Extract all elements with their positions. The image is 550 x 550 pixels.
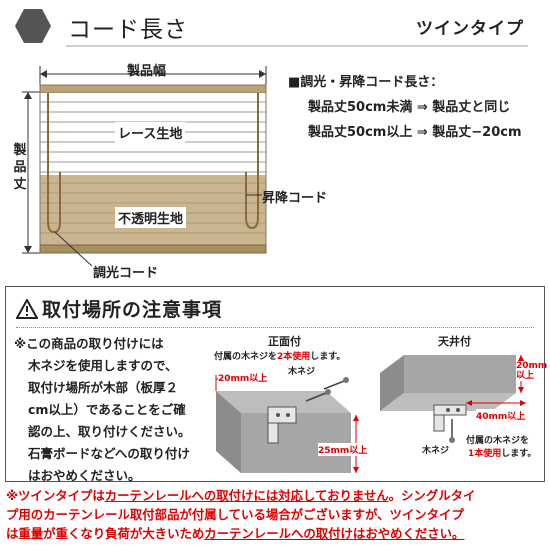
footer-line-2: プ用のカーテンレール取付部品が付属している場合がございますが、ツインタイプ <box>6 507 464 522</box>
height-label: 製品丈 <box>13 143 27 192</box>
caution-title-text: 取付場所の注意事項 <box>42 299 223 321</box>
ceiling-screw-label: 木ネジ <box>422 446 450 456</box>
twin-type-warning: ※ツインタイプはカーテンレールへの取付けには対応しておりません。シングルタイ プ… <box>6 486 546 543</box>
spec-row: 製品丈50cm未満 ⇒ 製品丈と同じ <box>308 100 511 115</box>
caution-divider <box>16 327 534 328</box>
caution-title: 取付場所の注意事項 <box>16 295 222 322</box>
page-title: コード長さ <box>68 17 188 43</box>
caution-line: 木ネジを使用しますので、 <box>28 358 178 373</box>
caution-line: はおやめください。 <box>28 468 141 483</box>
dim-cord-label: 調光コード <box>93 266 159 281</box>
caution-text: ※この商品の取り付けには 木ネジを使用しますので、 取付け場所が木部（板厚２ c… <box>14 333 204 487</box>
front-dim-top: 20mm以上 <box>218 371 268 384</box>
header-divider <box>66 45 528 47</box>
opaque-label: 不透明生地 <box>115 207 187 228</box>
warning-icon <box>16 299 38 319</box>
caution-line: 石膏ボードなどへの取り付け <box>28 446 190 461</box>
caution-line: 取付け場所が木部（板厚２ <box>28 380 179 395</box>
width-label: 製品幅 <box>127 64 167 79</box>
front-screw-label: 木ネジ <box>288 367 316 377</box>
caution-line: 認の上、取り付けください。 <box>28 424 191 439</box>
front-mount-title: 正面付 <box>268 335 301 348</box>
lace-label: レース生地 <box>115 122 186 143</box>
ceiling-dim-depth: 40mm以上 <box>476 409 526 422</box>
front-mount-drawing <box>215 375 359 473</box>
front-mount-figure: 正面付 付属の木ネジを2本使用します。 木ネジ <box>206 333 376 478</box>
ceiling-mount-drawing <box>380 355 526 443</box>
caution-line: ※この商品の取り付けには <box>14 336 164 351</box>
cord-length-spec: ■調光・昇降コード長さ： 製品丈50cm未満 ⇒ 製品丈と同じ 製品丈50cm以… <box>288 70 522 145</box>
caution-panel: 取付場所の注意事項 ※この商品の取り付けには 木ネジを使用しますので、 取付け場… <box>5 286 548 483</box>
front-dim-side: 25mm以上 <box>318 443 368 456</box>
footer-line-1: ※ツインタイプはカーテンレールへの取付けには対応しておりません。シングルタイ <box>6 488 476 503</box>
ceiling-mount-note-1: 付属の木ネジを <box>466 436 530 446</box>
front-mount-note: 付属の木ネジを2本使用します。 <box>214 352 346 362</box>
footer-line-3: は重量が重くなり負荷が大きいためカーテンレールへの取付けはおやめください。 <box>6 526 465 541</box>
ceiling-mount-figure: 天井付 20mm以上 40mm以上 木ネジ 付属の木ネジを <box>376 333 548 478</box>
header: コード長さ ツインタイプ <box>0 0 550 52</box>
spec-row: 製品丈50cm以上 ⇒ 製品丈−20cm <box>308 125 522 140</box>
cord-length-diagram: 製品幅 製品丈 レース生地 不透明生地 昇降コード 調光コード ■調光・昇降コー… <box>0 52 550 284</box>
type-label: ツインタイプ <box>416 19 524 39</box>
lift-cord-label: 昇降コード <box>262 191 328 206</box>
ceiling-mount-title: 天井付 <box>438 335 471 348</box>
hexagon-icon <box>15 9 51 43</box>
spec-title: ■調光・昇降コード長さ： <box>288 75 444 90</box>
ceiling-mount-note-2: 1本使用します。 <box>468 449 537 459</box>
ceiling-dim-top: 20mm以上 <box>516 361 548 381</box>
caution-line: cm以上）であることをご確 <box>28 402 186 417</box>
